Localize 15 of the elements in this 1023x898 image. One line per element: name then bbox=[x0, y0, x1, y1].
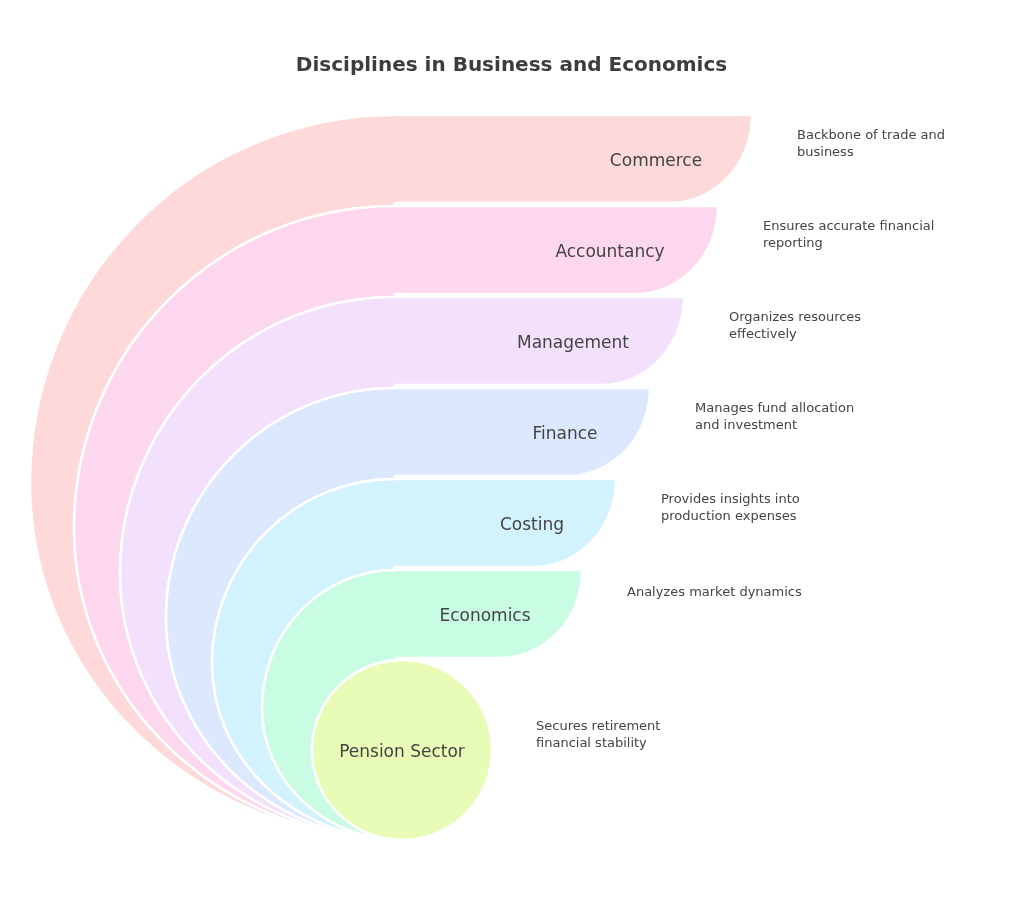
band-label: Economics bbox=[439, 604, 531, 626]
band-label: Finance bbox=[532, 422, 598, 444]
band-label: Costing bbox=[499, 513, 565, 535]
band-label: Pension Sector bbox=[339, 740, 465, 762]
band-label: Accountancy bbox=[555, 240, 665, 262]
description-text: Provides insights into production expenses bbox=[661, 490, 801, 524]
description-text: Backbone of trade and business bbox=[797, 126, 947, 160]
description-text: Ensures accurate financial reporting bbox=[763, 217, 936, 251]
band-label: Management bbox=[517, 331, 629, 353]
description-text: Analyzes market dynamics bbox=[627, 583, 803, 600]
description-text: Organizes resources effectively bbox=[729, 308, 863, 342]
band-label: Commerce bbox=[609, 149, 703, 171]
diagram-title: Disciplines in Business and Economics bbox=[294, 51, 729, 78]
description-text: Manages fund allocation and investment bbox=[695, 399, 856, 433]
description-text: Secures retirement financial stability bbox=[536, 717, 662, 751]
